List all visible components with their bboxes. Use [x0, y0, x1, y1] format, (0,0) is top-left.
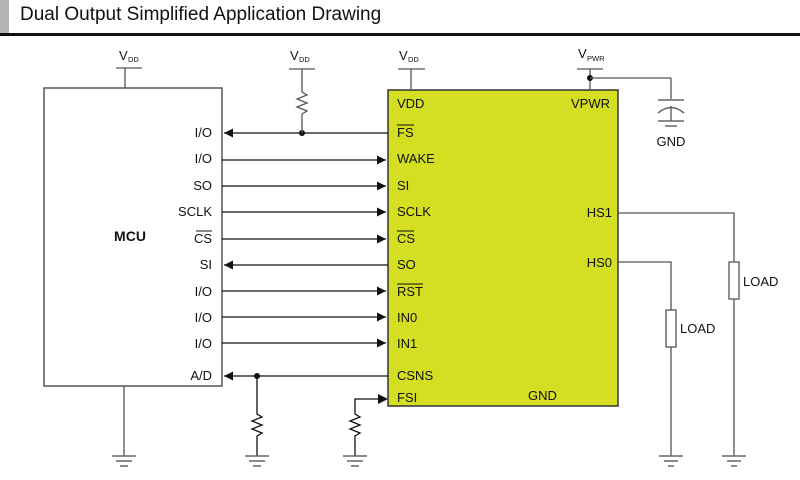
chip-pin-vpwr: VPWR [571, 96, 610, 111]
vdd-supply-chip: V DD [398, 48, 425, 90]
chip-pin-hs1: HS1 [587, 205, 612, 220]
mcu-pin-cs: CS [194, 231, 212, 246]
header-rule [0, 33, 800, 36]
svg-text:DD: DD [299, 55, 310, 64]
mcu-pin: SI [200, 257, 212, 272]
vpwr-supply: V PWR [577, 46, 672, 99]
mcu-pin: I/O [195, 151, 212, 166]
csns-resistor [245, 376, 269, 467]
chip-pin: FSI [397, 390, 417, 405]
page-title: Dual Output Simplified Application Drawi… [20, 4, 382, 25]
load-hs0: LOAD [618, 261, 715, 467]
chip-pin: SCLK [397, 204, 431, 219]
svg-text:V: V [119, 48, 128, 63]
cap-gnd-label: GND [657, 134, 686, 149]
svg-text:PWR: PWR [587, 54, 605, 63]
header-accent-bar [0, 0, 9, 33]
chip-pin: IN1 [397, 336, 417, 351]
chip-pin-labels: FS WAKE SI SCLK CS SO RST IN0 IN1 CSNS F… [397, 124, 612, 405]
svg-text:V: V [399, 48, 408, 63]
fs-pullup-resistor: V DD [289, 48, 315, 133]
device-box [387, 89, 619, 407]
chip-pin: WAKE [397, 151, 435, 166]
load-label: LOAD [743, 274, 778, 289]
mcu-pin: I/O [195, 310, 212, 325]
mcu-pin: SCLK [178, 204, 212, 219]
chip-pin: CSNS [397, 368, 433, 383]
capacitor-symbol: GND [657, 99, 686, 149]
mcu-label: MCU [114, 228, 146, 244]
chip-pin-cs: CS [397, 231, 415, 246]
mcu-pin: A/D [190, 368, 212, 383]
chip-pin-vdd: VDD [397, 96, 424, 111]
load-hs1: LOAD [618, 212, 778, 467]
chip-pin: IN0 [397, 310, 417, 325]
mcu-pin: I/O [195, 284, 212, 299]
mcu-box [43, 87, 223, 387]
mcu-pin: SO [193, 178, 212, 193]
chip-pin: SO [397, 257, 416, 272]
svg-text:DD: DD [128, 55, 139, 64]
svg-text:V: V [290, 48, 299, 63]
chip-pin-gnd: GND [528, 388, 557, 403]
chip-pin-hs0: HS0 [587, 255, 612, 270]
mcu-pin: I/O [195, 336, 212, 351]
ground-symbol-mcu [112, 386, 136, 467]
chip-pin-fs: FS [397, 125, 414, 140]
signal-wires [222, 128, 388, 381]
svg-text:DD: DD [408, 55, 419, 64]
svg-text:V: V [578, 46, 587, 61]
chip-pin-rst: RST [397, 284, 423, 299]
load-label: LOAD [680, 321, 715, 336]
fsi-resistor [343, 394, 388, 467]
vdd-supply-mcu: V DD [116, 48, 142, 88]
chip-pin: SI [397, 178, 409, 193]
mcu-pin-labels: I/O I/O SO SCLK CS SI I/O I/O I/O A/D [178, 125, 212, 383]
mcu-pin: I/O [195, 125, 212, 140]
